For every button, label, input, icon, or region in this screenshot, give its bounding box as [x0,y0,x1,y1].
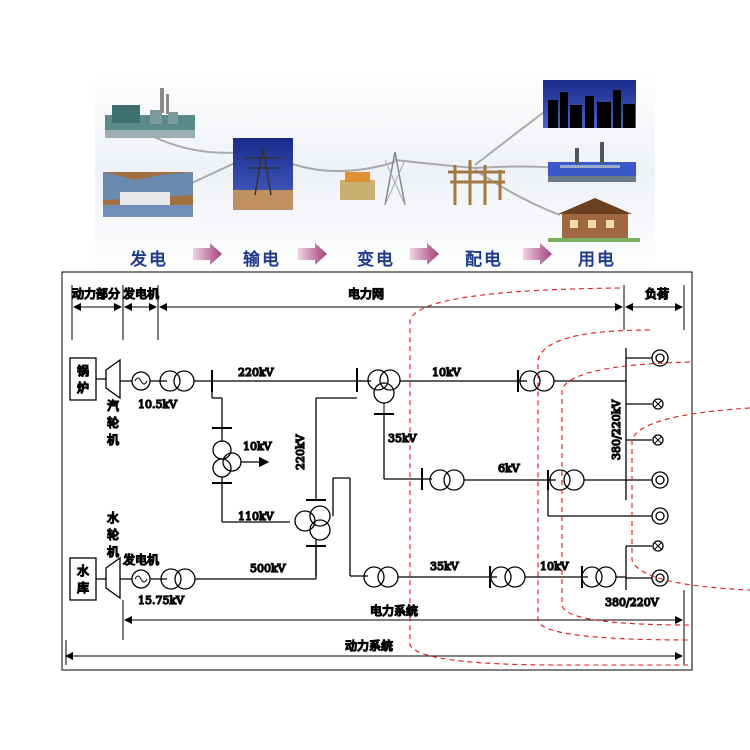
voltage-380-220v: 380/220V [605,596,660,609]
label-grid: 电力网 [348,287,384,301]
generator-icon [131,569,151,589]
load-motor-icon [651,569,669,587]
lamp-icon [652,540,664,552]
stage-substation: 变电 [357,250,395,270]
label-water-turbine: 水 轮 机 [106,510,119,559]
label-load: 负荷 [645,287,669,301]
label-power-system: 电力系统 [370,604,418,618]
svg-text:水: 水 [107,511,119,525]
voltage-6kv: 6kV [498,462,521,475]
stage-generation: 发电 [130,250,168,270]
transformer-icon [363,566,399,588]
label-steam-turbine: 汽 轮 机 [106,397,119,447]
label-dynamic-system: 动力系统 [345,639,393,653]
voltage-500kv: 500kV [250,562,287,575]
flow-arrows [193,243,552,265]
lamp-icon [652,434,664,446]
generator-icon [131,371,151,391]
distribution-pole-icon [448,160,505,205]
lamp-icon [652,398,664,410]
factory-icon [548,142,636,182]
arrow-icon [298,243,327,265]
label-power-part: 动力部分 [72,286,120,301]
voltage-10-5kv: 10.5kV [138,398,178,411]
load-motor-icon [651,507,669,525]
three-winding-transformer-icon [294,505,331,541]
svg-text:轮: 轮 [107,416,119,430]
voltage-35kv-bottom: 35kV [430,560,460,573]
voltage-10kv-right: 10kV [432,366,462,379]
voltage-35kv-vertical: 35kV [388,432,418,445]
diagram-frame [61,271,693,671]
voltage-10kv-mid: 10kV [243,440,273,453]
house-icon [548,198,640,242]
label-boiler-2: 炉 [77,381,89,395]
city-skyline-icon [543,80,636,128]
water-turbine-symbol [105,556,121,600]
load-motor-icon [651,349,669,367]
three-winding-transformer-icon [212,440,242,478]
stage-distribution: 配电 [465,250,503,270]
svg-text:轮: 轮 [107,528,119,542]
voltage-220kv-vertical: 220kV [294,433,307,470]
load-motor-icon [651,471,669,489]
dam-icon [103,172,193,217]
power-plant-icon [105,88,195,138]
flow-illustration [95,70,655,275]
voltage-220kv: 220kV [238,366,275,379]
three-winding-transformer-icon [367,369,401,404]
label-generator: 发电机 [123,286,159,301]
svg-text:汽: 汽 [107,398,119,413]
voltage-380-220kv-vertical: 380/220kV [610,399,623,460]
label-reservoir-1: 水 [77,564,89,578]
voltage-10kv-bottom: 10kV [540,560,570,573]
boundary-dashed-lines [409,287,750,666]
steam-turbine-symbol [105,358,121,400]
label-boiler-1: 锅 [77,363,89,378]
substation-icon [340,151,406,206]
arrow-icon [410,243,439,265]
svg-text:机: 机 [107,545,119,559]
stage-consumption: 用电 [578,250,616,270]
voltage-15-75kv: 15.75kV [138,594,185,607]
arrow-icon [523,243,552,265]
transmission-tower-icon [233,138,293,210]
label-hydro-generator: 发电机 [123,552,159,567]
stage-transmission: 输电 [243,250,281,270]
transformer-icon [429,469,465,491]
voltage-110kv: 110kV [238,510,275,523]
svg-text:机: 机 [107,433,119,447]
arrow-icon [193,243,222,265]
label-reservoir-2: 库 [77,580,89,595]
